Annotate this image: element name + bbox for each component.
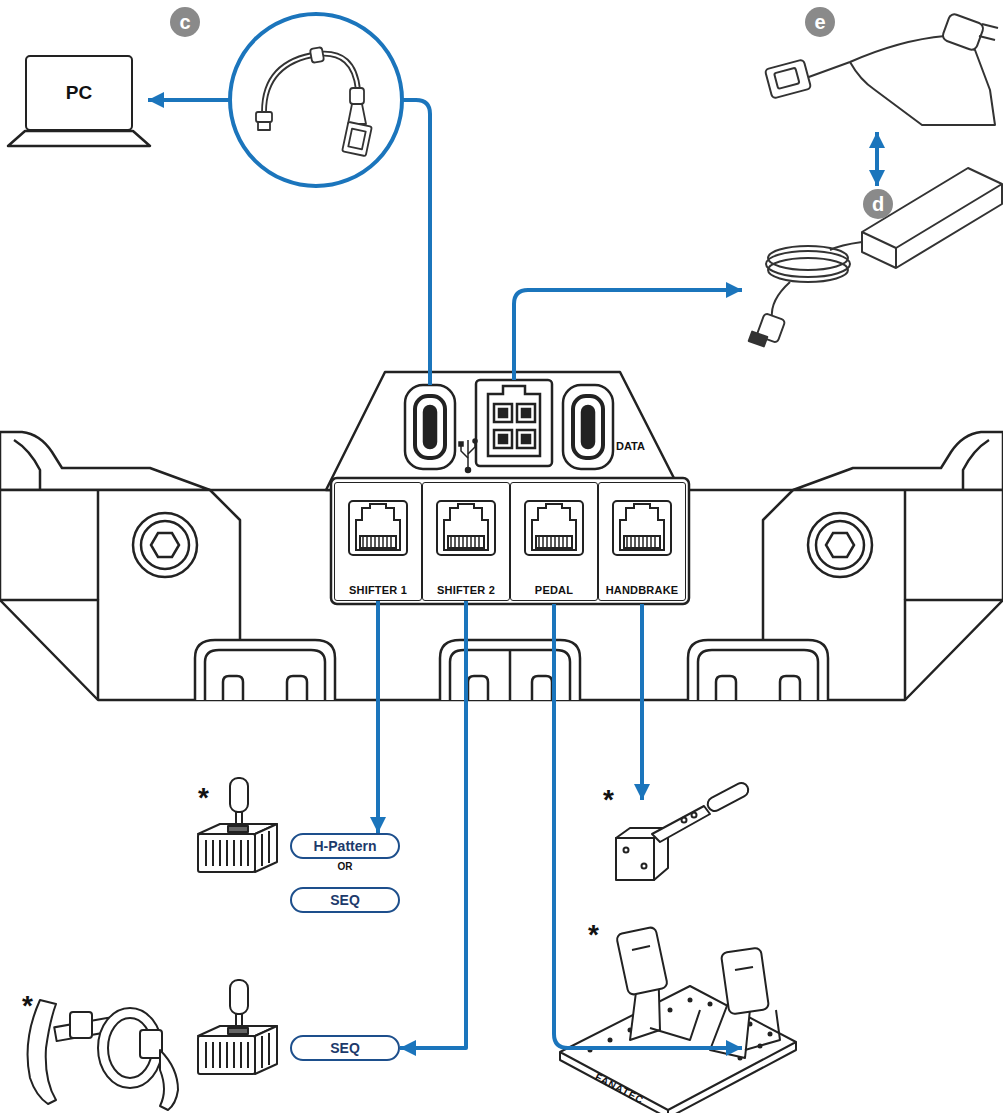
port-socket: SHIFTER 1 <box>334 482 422 601</box>
node-text: PC <box>66 82 92 104</box>
port-socket: PEDAL <box>510 482 598 601</box>
callout-letter: d <box>863 189 893 219</box>
or-word: OR <box>330 862 360 872</box>
port-label: DATA <box>616 441 645 452</box>
node-text: H-Pattern <box>313 838 376 854</box>
optional-mark: * <box>198 784 209 812</box>
node-text: d <box>872 194 884 214</box>
node-text: HANDBRAKE <box>606 584 679 596</box>
callout-letter: e <box>805 7 835 37</box>
optional-mark: * <box>603 786 614 814</box>
connector-arrow <box>376 601 380 833</box>
node-text: PEDAL <box>535 584 573 596</box>
port-socket: HANDBRAKE <box>598 482 686 601</box>
optional-mark: * <box>22 992 33 1020</box>
connector-arrow <box>400 601 466 1048</box>
brand-text: FANATEC <box>593 1072 645 1106</box>
node-text: e <box>814 12 825 32</box>
node-text: SEQ <box>330 892 360 908</box>
node-text: c <box>179 12 190 32</box>
callout-letter: c <box>170 7 200 37</box>
node-text: SEQ <box>330 1040 360 1056</box>
computer-screen: PC <box>25 55 133 131</box>
mode-pill: SEQ <box>290 887 400 913</box>
node-text: SHIFTER 1 <box>349 584 407 596</box>
mode-pill: SEQ <box>290 1035 400 1061</box>
port-socket: SHIFTER 2 <box>422 482 510 601</box>
optional-mark: * <box>588 921 599 949</box>
node-text: SHIFTER 2 <box>437 584 495 596</box>
mode-pill: H-Pattern <box>290 833 400 859</box>
